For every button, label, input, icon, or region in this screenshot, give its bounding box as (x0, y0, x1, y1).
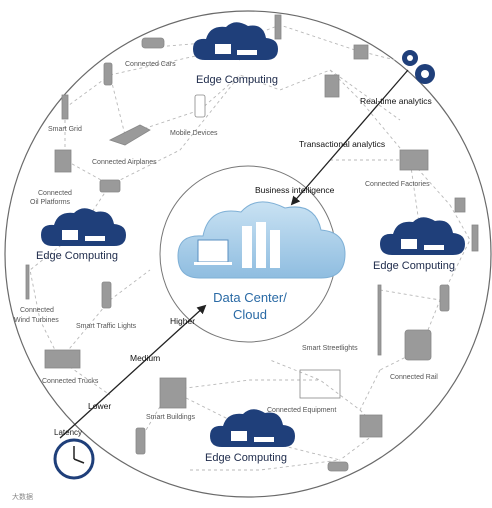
factory-icon-2 (454, 197, 466, 213)
factory-icon (399, 149, 429, 171)
latency-title: Latency (54, 428, 83, 437)
mobile-devices-label: Mobile Devices (170, 130, 218, 137)
smart-streetlights-label: Smart Streetlights (302, 345, 358, 352)
oil-platform-icon (54, 149, 72, 173)
traffic-light-icon (103, 62, 113, 86)
latency-lower-label: Lower (88, 401, 112, 411)
connected-trucks-label: Connected Trucks (42, 378, 99, 385)
connected-wind-turbines-label-2: Wind Turbines (14, 317, 59, 324)
connected-rail-label: Connected Rail (390, 374, 438, 381)
edge-computing-label-right: Edge Computing (373, 260, 455, 272)
edge-cloud-right (380, 217, 465, 255)
edge-computing-label-bottom: Edge Computing (205, 452, 287, 464)
edge-computing-label-top: Edge Computing (196, 74, 278, 86)
edge-cloud-bottom (210, 409, 295, 447)
smart-traffic-lights-label: Smart Traffic Lights (76, 323, 137, 330)
latency-arrow (59, 304, 207, 439)
oil-platform-icon-2 (359, 414, 383, 438)
clock-icon (53, 438, 95, 480)
transmission-tower-icon (61, 94, 69, 120)
business-intelligence-label: Business intelligence (255, 185, 335, 195)
traffic-light-icon-3 (135, 427, 146, 455)
car-icon (141, 37, 165, 49)
device-icons (25, 14, 479, 472)
wind-turbine-icon (25, 264, 30, 300)
outer-ring (4, 10, 492, 498)
smart-grid-label: Smart Grid (48, 126, 82, 133)
connected-oil-platforms-label-1: Connected (38, 190, 72, 197)
edge-computing-label-left: Edge Computing (36, 250, 118, 262)
edge-cloud-top (193, 22, 278, 60)
watermark: 大数据 (12, 494, 33, 501)
latency-higher-label: Higher (170, 316, 196, 326)
streetlight-icon (377, 284, 382, 356)
data-center-line1: Data Center/ (213, 290, 287, 305)
connected-airplanes-label: Connected Airplanes (92, 159, 157, 166)
analytics-arrow (290, 69, 409, 206)
crane-icon (299, 369, 341, 399)
airplane-icon (108, 124, 151, 146)
transactional-analytics-label: Transactional analytics (299, 139, 386, 149)
data-center-line2: Cloud (233, 307, 267, 322)
edge-cloud-left (41, 208, 126, 246)
connected-wind-turbines-label-1: Connected (20, 307, 54, 314)
data-center-label: Data Center/ Cloud (200, 289, 300, 323)
building-icon (159, 377, 187, 409)
oil-platform-icon-3 (324, 74, 340, 98)
car-icon-2 (327, 461, 349, 472)
traffic-light-icon-2 (101, 281, 112, 309)
traffic-light-icon-4 (439, 284, 450, 312)
wind-turbine-icon-2 (353, 44, 369, 60)
connected-factories-label: Connected Factories (365, 181, 430, 188)
transmission-tower-icon-2 (471, 224, 479, 252)
realtime-analytics-label: Real-time analytics (360, 96, 432, 106)
data-center-cloud (177, 201, 346, 279)
connected-equipment-label: Connected Equipment (267, 407, 337, 414)
connected-cars-label: Connected Cars (125, 61, 176, 68)
bus-icon (99, 179, 121, 193)
mobile-device-icon (194, 94, 206, 118)
truck-icon (44, 349, 81, 369)
train-icon (404, 329, 432, 361)
transmission-tower-icon-3 (274, 14, 282, 40)
smart-buildings-label: Smart Buildings (146, 414, 196, 421)
gear-icon (402, 50, 435, 84)
latency-medium-label: Medium (130, 353, 161, 363)
connected-oil-platforms-label-2: Oil Platforms (30, 199, 71, 206)
